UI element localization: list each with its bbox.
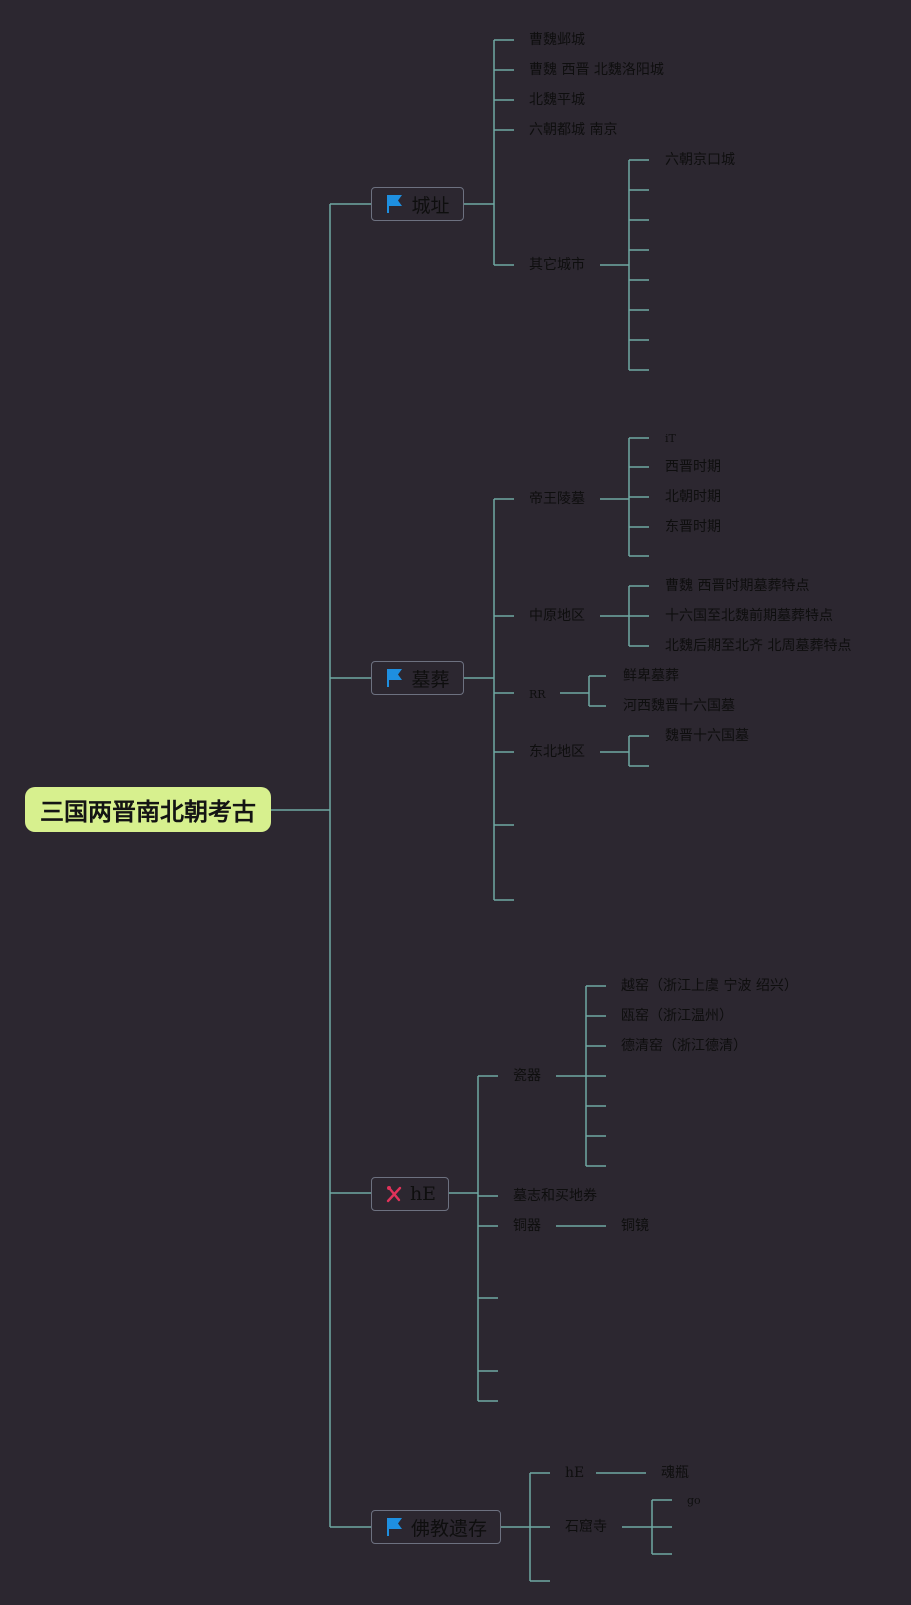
- topic-other-cities[interactable]: 其它城市: [529, 257, 585, 273]
- topic-bronze-mirror[interactable]: 铜镜: [621, 1218, 649, 1234]
- branch-label: 城址: [411, 194, 450, 217]
- topic-epitaph[interactable]: 墓志和买地券: [513, 1188, 597, 1204]
- root-topic[interactable]: 三国两晋南北朝考古: [25, 787, 271, 832]
- topic-central-2[interactable]: 十六国至北魏前期墓葬特点: [665, 608, 833, 624]
- topic-central-plains[interactable]: 中原地区: [529, 608, 585, 624]
- topic-deqing-kiln[interactable]: 德清窑（浙江德清）: [621, 1038, 747, 1054]
- branch-label: hE: [409, 1183, 437, 1205]
- topic-xianbei-tombs[interactable]: 鲜卑墓葬: [623, 668, 679, 684]
- topic-northeast[interactable]: 东北地区: [529, 744, 585, 760]
- topic-central-3[interactable]: 北魏后期至北齐 北周墓葬特点: [665, 638, 852, 654]
- topic-western-jin[interactable]: 西晋时期: [665, 459, 721, 475]
- topic-central-1[interactable]: 曹魏 西晋时期墓葬特点: [665, 578, 810, 594]
- topic-imperial-1[interactable]: iT: [665, 432, 676, 445]
- topic-rr[interactable]: RR: [529, 688, 546, 701]
- branch-buddhist-remains[interactable]: 佛教遗存: [371, 1510, 501, 1544]
- topic-northern-dynasties[interactable]: 北朝时期: [665, 489, 721, 505]
- topic-hexi-tombs[interactable]: 河西魏晋十六国墓: [623, 698, 735, 714]
- topic-pingcheng[interactable]: 北魏平城: [529, 92, 585, 108]
- red-tools-icon: [384, 1183, 404, 1205]
- topic-eastern-jin[interactable]: 东晋时期: [665, 519, 721, 535]
- branch-label: 佛教遗存: [410, 1517, 487, 1540]
- topic-yue-kiln[interactable]: 越窑（浙江上虞 宁波 绍兴）: [621, 978, 798, 994]
- branch-tombs[interactable]: 墓葬: [371, 661, 464, 695]
- topic-imperial-tombs[interactable]: 帝王陵墓: [529, 491, 585, 507]
- branch-city-sites[interactable]: 城址: [371, 187, 464, 221]
- topic-go[interactable]: go: [687, 1494, 701, 1507]
- topic-northeast-1[interactable]: 魏晋十六国墓: [665, 728, 749, 744]
- topic-nanjing[interactable]: 六朝都城 南京: [529, 122, 618, 138]
- branch-artifacts[interactable]: hE: [371, 1177, 449, 1211]
- topic-ou-kiln[interactable]: 瓯窑（浙江温州）: [621, 1008, 733, 1024]
- blue-flag-icon: [385, 1516, 405, 1538]
- blue-flag-icon: [385, 193, 405, 215]
- topic-grottoes[interactable]: 石窟寺: [565, 1519, 607, 1535]
- topic-soul-vase[interactable]: 魂瓶: [661, 1465, 689, 1481]
- topic-caowei-yecheng[interactable]: 曹魏邺城: [529, 32, 585, 48]
- topic-luoyang-city[interactable]: 曹魏 西晋 北魏洛阳城: [529, 62, 664, 78]
- topic-porcelain[interactable]: 瓷器: [513, 1068, 541, 1084]
- topic-bronze[interactable]: 铜器: [513, 1218, 541, 1234]
- topic-buddhist-he[interactable]: hE: [565, 1465, 585, 1481]
- branch-label: 墓葬: [411, 668, 450, 691]
- blue-flag-icon: [385, 667, 405, 689]
- topic-jingkou[interactable]: 六朝京口城: [665, 152, 735, 168]
- root-topic-label: 三国两晋南北朝考古: [40, 798, 256, 826]
